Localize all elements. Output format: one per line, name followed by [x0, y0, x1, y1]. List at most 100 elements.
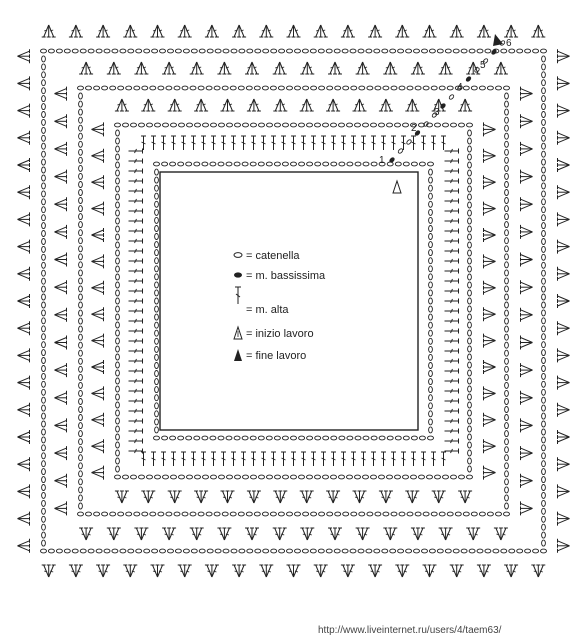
chain-stitch	[346, 474, 353, 480]
chain-stitch	[541, 103, 546, 111]
chain-stitch	[467, 193, 472, 201]
chain-stitch	[194, 474, 201, 480]
legend-label-end: = fine lavoro	[246, 350, 306, 362]
fan-stitch-group	[91, 280, 104, 296]
fan-stitch-group	[557, 483, 570, 499]
chain-stitch	[234, 122, 241, 128]
chain-stitch	[154, 329, 159, 337]
fan-stitch-group	[483, 280, 496, 296]
chain-stitch	[41, 158, 46, 166]
chain-stitch	[503, 85, 510, 91]
round-label-5: 5	[480, 60, 486, 71]
chain-stitch	[270, 548, 278, 554]
treble-stitch	[350, 451, 357, 467]
chain-stitch	[78, 454, 83, 462]
treble-stitch	[140, 135, 147, 151]
fan-stitch-group	[91, 438, 104, 454]
chain-stitch	[310, 511, 318, 517]
chain-stitch	[63, 548, 71, 554]
chain-stitch	[154, 337, 159, 345]
chain-stitch	[41, 238, 46, 245]
chain-stitch	[154, 474, 161, 480]
treble-stitch	[444, 338, 459, 344]
chain-stitch	[492, 548, 500, 554]
chain-stitch	[541, 293, 546, 301]
chain-stitch	[198, 548, 206, 554]
chain-stitch	[115, 401, 120, 409]
chain-stitch	[427, 435, 434, 441]
chain-stitch	[278, 548, 286, 554]
chain-stitch	[541, 261, 546, 269]
chain-stitch	[504, 285, 509, 293]
chain-stitch	[133, 85, 141, 91]
chain-stitch	[274, 122, 281, 128]
legend-item-start: = inizio lavoro	[233, 325, 314, 340]
chain-stitch	[467, 281, 472, 289]
treble-stitch	[200, 451, 207, 467]
chain-stitch	[41, 412, 46, 420]
chain-stitch	[286, 85, 293, 91]
chain-stitch	[541, 87, 546, 95]
fan-stitch-group	[91, 465, 104, 481]
treble-stitch	[410, 451, 417, 467]
chain-stitch	[237, 85, 245, 91]
treble-stitch	[340, 451, 347, 467]
chain-stitch	[245, 85, 253, 91]
fan-stitch-group	[557, 320, 570, 336]
chain-stitch	[322, 122, 329, 128]
chain-stitch	[93, 511, 101, 517]
fan-stitch-group	[503, 564, 519, 578]
fan-stitch-group	[17, 157, 30, 173]
chain-stitch	[467, 249, 472, 257]
chain-stitch	[358, 511, 366, 517]
fan-stitch-group	[272, 527, 288, 541]
chain-stitch	[238, 548, 246, 554]
chain-stitch	[115, 201, 120, 209]
chain-stitch	[504, 221, 509, 229]
chain-stitch	[541, 309, 546, 317]
chain-stitch	[381, 548, 389, 554]
fan-stitch-group	[520, 473, 533, 489]
chain-stitch	[504, 357, 509, 365]
treble-stitch	[190, 451, 197, 467]
chain-stitch	[185, 435, 193, 441]
fan-stitch-group	[167, 98, 183, 112]
treble-stitch	[380, 451, 387, 467]
treble-stitch	[210, 451, 217, 467]
chain-stitch	[541, 476, 546, 484]
chain-stitch	[504, 269, 509, 277]
chain-stitch	[213, 85, 221, 91]
fan-stitch-group	[404, 98, 420, 112]
chain-stitch	[214, 48, 222, 54]
chain-stitch	[541, 198, 546, 206]
chain-stitch	[467, 337, 472, 345]
chain-stitch	[373, 48, 381, 54]
chain-stitch	[540, 48, 547, 54]
chain-stitch	[290, 122, 297, 128]
fan-stitch-group	[17, 375, 30, 391]
fan-stitch-group	[17, 266, 30, 282]
chain-stitch	[410, 435, 418, 441]
chain-stitch	[41, 444, 46, 452]
chain-stitch	[78, 285, 83, 293]
chain-stitch	[230, 548, 238, 554]
fan-stitch-group	[438, 527, 454, 541]
chain-stitch	[467, 265, 472, 273]
chain-stitch	[115, 449, 120, 457]
chain-stitch	[41, 79, 46, 87]
fan-stitch-group	[140, 490, 156, 504]
chain-stitch	[470, 85, 478, 91]
chain-stitch	[467, 273, 472, 281]
chain-stitch	[217, 435, 225, 441]
chain-stitch	[78, 221, 83, 229]
treble-stitch-symbol-icon	[235, 286, 241, 304]
chain-stitch	[358, 85, 366, 91]
chain-stitch	[154, 249, 159, 257]
chain-stitch	[318, 85, 326, 91]
chain-stitch	[78, 156, 83, 164]
fan-stitch-group	[122, 24, 138, 38]
chain-stitch	[444, 548, 452, 554]
chain-stitch	[77, 511, 84, 517]
fan-stitch-group	[114, 490, 130, 504]
chain-stitch	[78, 172, 83, 180]
